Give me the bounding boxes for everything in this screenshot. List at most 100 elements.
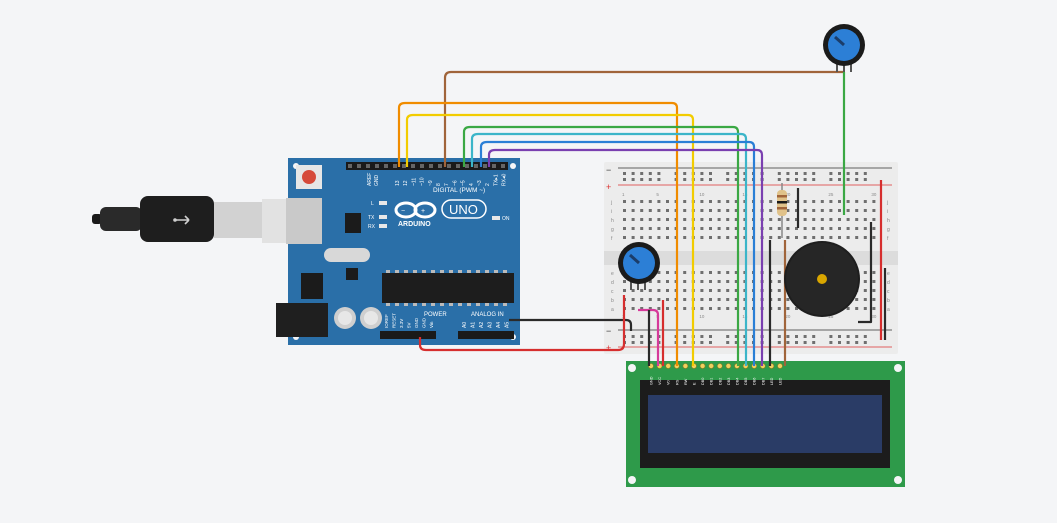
power-pin-label: RESET bbox=[392, 313, 397, 328]
lcd-pin[interactable] bbox=[725, 363, 732, 369]
lcd-pin-label: V0 bbox=[667, 380, 671, 385]
bb-row-letter: d bbox=[611, 280, 614, 286]
analog-label: ANALOG IN bbox=[471, 312, 504, 318]
digital-pin-label: ~6 bbox=[452, 180, 458, 186]
usb-jack bbox=[286, 198, 322, 244]
lcd-pin-label: LED bbox=[770, 377, 774, 385]
wire-cyan[interactable] bbox=[470, 132, 748, 366]
lcd-pin[interactable] bbox=[708, 363, 715, 369]
aref-label: AREF bbox=[367, 173, 373, 186]
bb-col-number: 20 bbox=[785, 192, 791, 197]
wire-blue[interactable] bbox=[479, 140, 756, 366]
digital-pin-label: 4 bbox=[469, 183, 475, 186]
wire-purple[interactable] bbox=[487, 148, 764, 366]
digital-pin-label: RX◂0 bbox=[502, 174, 508, 186]
digital-pin-label: 13 bbox=[395, 180, 401, 186]
potentiometer-icon[interactable] bbox=[618, 242, 660, 290]
usb-chip bbox=[345, 213, 361, 233]
bb-row-letter: g bbox=[887, 227, 890, 233]
crystal bbox=[324, 248, 370, 262]
wire-black-gnd[interactable] bbox=[509, 318, 633, 331]
digital-pin-label: ~10 bbox=[420, 177, 426, 186]
power-pin-label: IOREF bbox=[384, 314, 389, 328]
reset-button-icon[interactable] bbox=[296, 165, 322, 189]
lcd-pin-label: DB0 bbox=[701, 378, 705, 385]
digital-pin-label: 12 bbox=[403, 180, 409, 186]
uno-label: UNO bbox=[449, 202, 478, 217]
arduino-infinity-logo: − + bbox=[394, 201, 437, 219]
bb-col-number: 10 bbox=[699, 314, 705, 319]
atmega-chip bbox=[382, 273, 514, 303]
analog-pin-label: A5 bbox=[505, 322, 511, 328]
analog-pin-label: A0 bbox=[462, 322, 468, 328]
bb-col-number: 10 bbox=[699, 192, 705, 197]
svg-text:−: − bbox=[401, 208, 405, 215]
bb-col-number: 25 bbox=[828, 192, 834, 197]
power-label: POWER bbox=[424, 312, 447, 318]
lcd-pin-label: DB1 bbox=[710, 378, 714, 385]
bb-minus-top: − bbox=[606, 165, 611, 175]
piezo-buzzer-icon[interactable] bbox=[784, 241, 860, 317]
bb-row-letter: f bbox=[887, 236, 889, 242]
wire-pink[interactable] bbox=[638, 308, 660, 366]
analog-pin-label: A1 bbox=[471, 322, 477, 328]
wire-yellow[interactable] bbox=[405, 113, 695, 366]
led-l-label: L bbox=[371, 201, 374, 207]
svg-text:+: + bbox=[421, 208, 425, 215]
digital-pin-label: ~9 bbox=[428, 180, 434, 186]
resistor-icon[interactable] bbox=[777, 183, 787, 238]
power-pin-label: GND bbox=[422, 317, 427, 328]
bb-col-number: 30 bbox=[871, 192, 877, 197]
lcd-pin-label: DB3 bbox=[727, 378, 731, 385]
regulator bbox=[301, 273, 323, 299]
bb-row-letter: a bbox=[887, 307, 890, 313]
wire-green[interactable] bbox=[462, 125, 740, 366]
lcd-pin-label: LED bbox=[779, 377, 783, 385]
power-jack bbox=[276, 303, 328, 337]
lcd-pin-label: GND bbox=[650, 376, 654, 385]
lcd-pin[interactable] bbox=[682, 363, 689, 369]
bb-plus-bottom: + bbox=[606, 343, 611, 353]
lcd-screen bbox=[648, 395, 882, 453]
bb-row-letter: h bbox=[887, 218, 890, 224]
wire-black-buzzer-gnd[interactable] bbox=[858, 222, 873, 324]
bb-col-number: 20 bbox=[785, 314, 791, 319]
lcd-pin-label: DB7 bbox=[761, 378, 765, 385]
led-tx-label: TX bbox=[368, 215, 375, 221]
digital-pin-label: TX▸1 bbox=[493, 174, 499, 186]
lcd-pin-label: RS bbox=[675, 379, 679, 385]
bb-row-letter: b bbox=[611, 298, 614, 304]
led-rx-label: RX bbox=[368, 224, 376, 230]
lcd-pin[interactable] bbox=[699, 363, 706, 369]
digital-pin-label: ~11 bbox=[411, 178, 417, 186]
analog-pin-label: A3 bbox=[488, 322, 494, 328]
potentiometer-icon[interactable] bbox=[823, 24, 865, 72]
lcd-pin-label: DB2 bbox=[718, 378, 722, 385]
led-on-label: ON bbox=[502, 216, 510, 222]
power-pin-label: GND bbox=[414, 317, 419, 328]
digital-pin-label: 8 bbox=[436, 183, 442, 186]
bb-row-letter: j bbox=[886, 200, 888, 206]
lcd-pin-label: DB4 bbox=[736, 378, 740, 385]
lcd-pin[interactable] bbox=[665, 363, 672, 369]
digital-pin-label: ~3 bbox=[477, 180, 483, 186]
lcd-pin[interactable] bbox=[716, 363, 723, 369]
wires[interactable] bbox=[397, 70, 887, 366]
bb-col-number: 1 bbox=[622, 192, 625, 197]
lcd-pin-label: DB5 bbox=[744, 378, 748, 385]
wire-orange[interactable] bbox=[397, 101, 679, 366]
small-chip bbox=[346, 268, 358, 280]
lcd-pin-label: RW bbox=[684, 378, 688, 385]
bb-row-letter: d bbox=[887, 280, 890, 286]
digital-label: DIGITAL (PWM ~) bbox=[433, 187, 485, 194]
wire-brown[interactable] bbox=[443, 70, 844, 167]
wire-red-5v[interactable] bbox=[418, 295, 626, 352]
arduino-label: ARDUINO bbox=[398, 221, 431, 228]
lcd-pin[interactable] bbox=[777, 363, 783, 369]
bb-col-number: 5 bbox=[656, 192, 659, 197]
power-pin-label: Vin bbox=[429, 321, 434, 328]
bb-row-letter: a bbox=[611, 307, 614, 313]
